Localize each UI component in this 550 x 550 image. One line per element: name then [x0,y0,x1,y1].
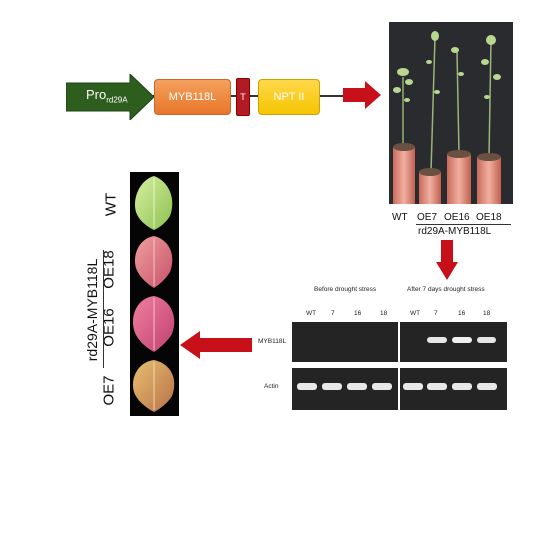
leaf-oe18 [134,236,173,288]
leaf-wt [134,176,173,230]
after-drought-title: After 7 days drought stress [407,286,485,293]
promoter-label: Prord29A [86,87,128,105]
gel-actin-after [400,368,507,410]
before-drought-title: Before drought stress [314,286,377,293]
gel-myb118l-before [292,322,398,362]
gene-box: MYB118L [154,79,231,115]
plant-label-oe7: OE7 [417,212,438,223]
gel-actin-before [292,368,398,410]
row-label-actin: Actin [264,383,279,390]
lane-before-18: 18 [380,310,388,317]
transgenic-plants-photo [389,22,513,204]
plant-label-oe18: OE18 [476,212,502,223]
arrow-right [343,81,381,109]
lane-after-wt: WT [410,310,421,317]
leaves-photo [130,172,179,416]
caption-underline [416,224,511,225]
lane-after-7: 7 [434,310,438,317]
lane-after-18: 18 [483,310,491,317]
lane-before-7: 7 [331,310,335,317]
terminator-label: T [240,92,246,102]
plant-label-wt: WT [392,212,408,223]
gene-label: MYB118L [168,91,217,103]
marker-box: NPT II [258,79,320,115]
marker-label: NPT II [273,91,305,103]
promoter-arrow [66,74,155,120]
plants-caption: rd29A-MYB118L [418,226,492,237]
leaf-label-oe7: OE7 [100,375,118,406]
lane-after-16: 16 [458,310,466,317]
leaf-label-wt: WT [102,192,120,217]
lane-before-wt: WT [306,310,317,317]
leaf-oe16 [132,296,175,352]
gel-myb118l-after [400,322,507,362]
arrow-down [436,240,458,280]
arrow-left [180,331,252,359]
plant-label-oe16: OE16 [444,212,470,223]
leaf-group-line [103,250,104,368]
row-label-myb118l: MYB118L [258,338,287,345]
leaf-oe7 [132,360,175,412]
leaf-group-label: rd29A-MYB118L [84,258,100,362]
terminator-box: T [236,78,250,116]
lane-before-16: 16 [354,310,362,317]
